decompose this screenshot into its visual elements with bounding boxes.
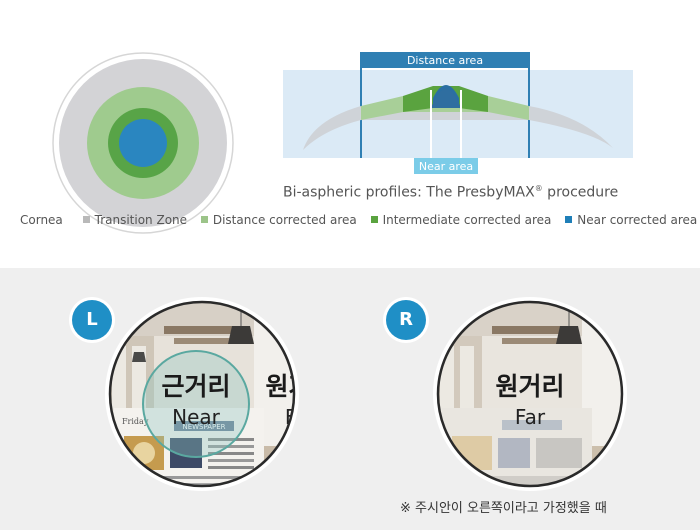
legend-item-transition: Transition Zone	[82, 213, 188, 227]
legend-item-cornea: Cornea	[20, 213, 63, 227]
legend-label: Transition Zone	[94, 213, 188, 227]
right-far-korean-label: 원거리	[495, 372, 564, 401]
right-eye-outline	[436, 300, 624, 488]
left-eye-outline	[108, 300, 296, 488]
near-area-label: Near area	[419, 160, 473, 173]
legend: Cornea Transition Zone Distance correcte…	[20, 213, 697, 227]
near-english-label: Near	[172, 405, 221, 429]
caption-main: Bi-aspheric profiles: The PresbyMAX	[283, 184, 535, 201]
zone-circle	[52, 52, 234, 234]
right-eye-view: 원거리 Far	[433, 297, 627, 491]
near-lens-circle	[142, 350, 250, 458]
newspaper-title: NEWSPAPER	[182, 423, 225, 431]
near-zone	[119, 119, 167, 167]
left-eye-scene: Friday NEWSPAPER 근거리 Near 원거리 Far	[110, 302, 300, 486]
legend-label: Intermediate corrected area	[382, 213, 552, 227]
diagram-caption: Bi-aspheric profiles: The PresbyMAX® pro…	[283, 184, 643, 201]
left-far-korean-label: 원거리	[265, 372, 300, 401]
pendant-lamp	[556, 326, 582, 344]
legend-label: Near corrected area	[577, 213, 698, 227]
footnote: ※ 주시안이 오른쪽이라고 가정했을 때	[400, 501, 607, 516]
left-eye-view: Friday NEWSPAPER 근거리 Near 원거리 Far	[105, 297, 300, 491]
right-eye-scene: 원거리 Far	[438, 302, 622, 486]
legend-label: Distance corrected area	[212, 213, 357, 227]
right-far-english-label: Far	[515, 405, 546, 429]
left-far-english-label: Far	[285, 405, 300, 429]
near-korean-label: 근거리	[161, 372, 230, 401]
legend-item-distance: Distance corrected area	[200, 213, 357, 227]
distance-area-label: Distance area	[407, 54, 483, 67]
legend-swatch	[565, 216, 573, 223]
pendant-lamp	[228, 326, 254, 344]
distance-area-bar	[360, 52, 530, 68]
caption-registered: ®	[534, 184, 543, 193]
legend-item-intermediate: Intermediate corrected area	[370, 213, 552, 227]
caption-tail: procedure	[542, 184, 619, 201]
legend-label: Cornea	[20, 213, 63, 227]
legend-item-near: Near corrected area	[565, 213, 697, 227]
legend-swatch	[200, 216, 208, 223]
right-eye-badge: R	[386, 300, 426, 340]
vision-panel: Friday NEWSPAPER 근거리 Near 원거리 Far L	[0, 268, 700, 530]
transition-profile	[303, 106, 613, 150]
profile-diagram: Distance area Near area	[283, 52, 633, 174]
legend-swatch	[82, 216, 90, 223]
legend-swatch	[370, 216, 378, 223]
diagram-panel: Distance area Near area Bi-aspheric prof…	[20, 52, 698, 234]
near-area-bar	[414, 158, 478, 174]
newspaper-day: Friday	[122, 417, 149, 426]
near-profile-cap	[431, 89, 461, 108]
left-eye-badge: L	[72, 300, 112, 340]
